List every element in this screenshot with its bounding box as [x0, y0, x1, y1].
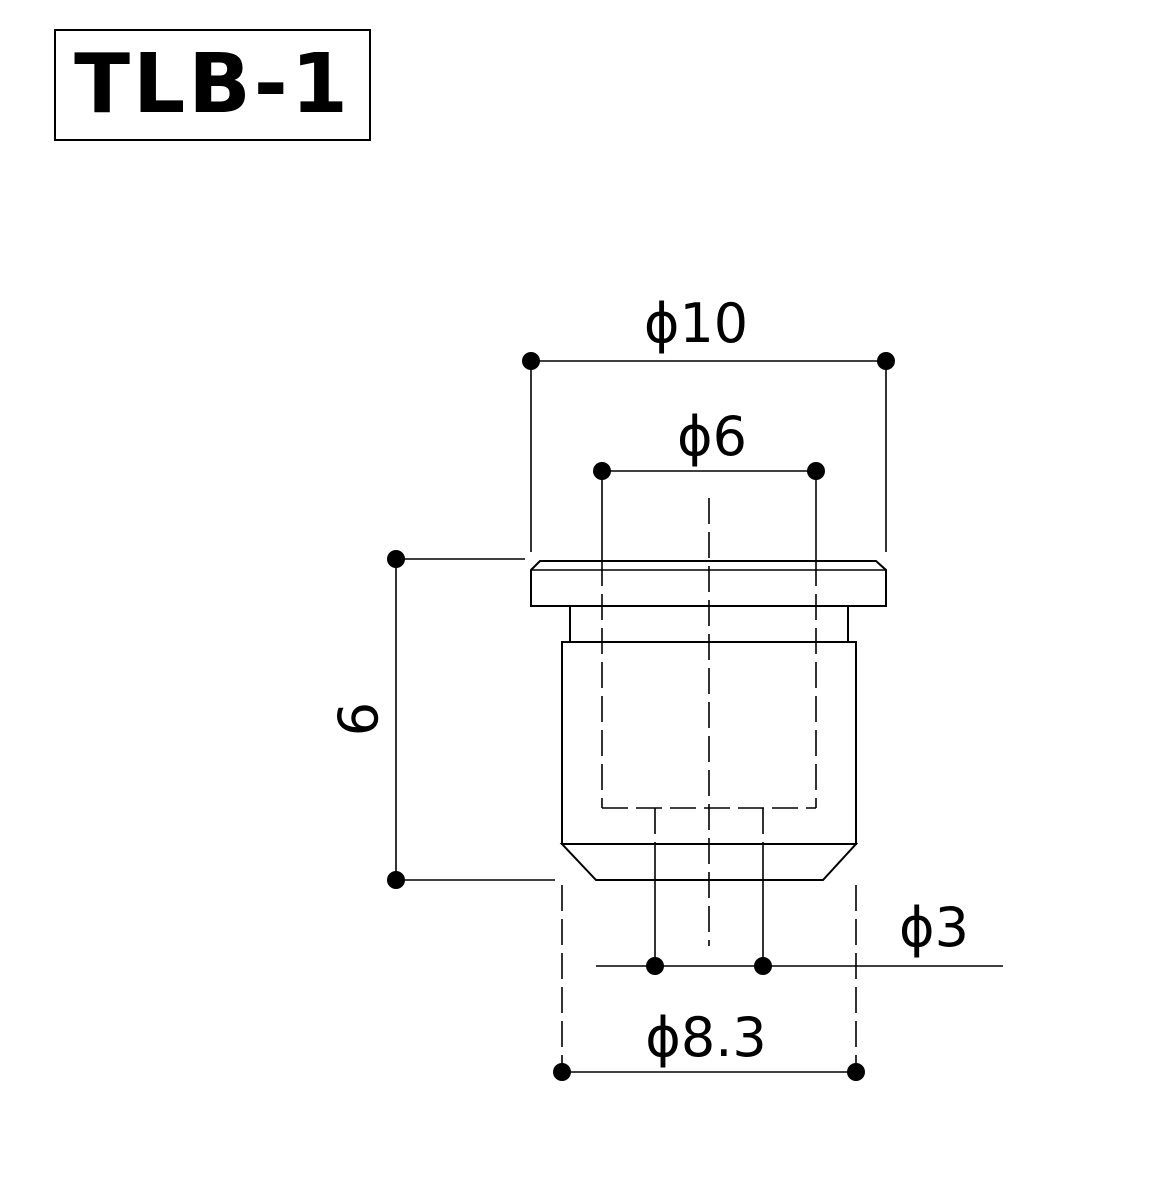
label-bore-diameter: ϕ6: [677, 405, 747, 468]
label-height: 9: [325, 702, 388, 736]
label-hole-diameter: ϕ3: [899, 896, 969, 959]
bottom-chamfer: [559, 843, 859, 881]
dim-bore-diameter: [593, 462, 825, 560]
label-body-diameter: ϕ8.3: [645, 1006, 767, 1069]
model-number-box: TLB-1: [54, 29, 371, 141]
dim-body-diameter: [553, 885, 865, 1081]
dim-hole-diameter: [596, 957, 1003, 975]
dim-outer-diameter: [522, 352, 895, 552]
dim-height: [387, 550, 555, 889]
model-number: TLB-1: [74, 37, 351, 132]
label-outer-diameter: ϕ10: [644, 292, 748, 355]
